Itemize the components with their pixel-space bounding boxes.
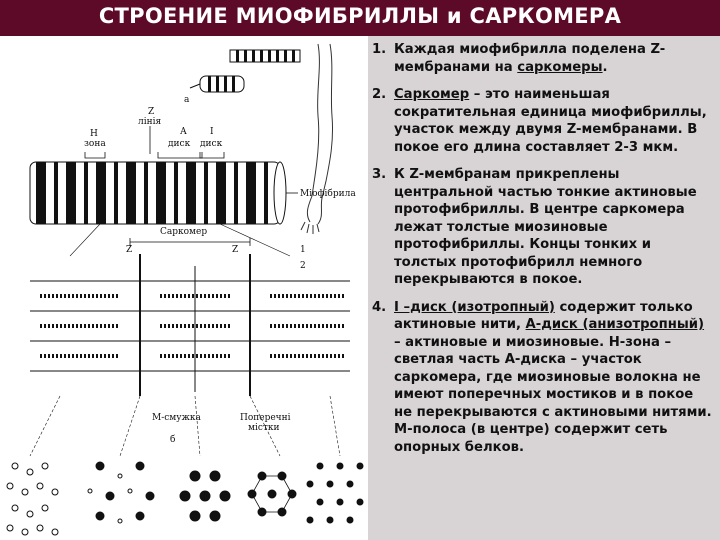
label-z-left: Z xyxy=(126,245,132,255)
myofibril-diagram-svg: а Z лінія Н зона А диск І диск xyxy=(6,43,364,536)
label-b: б xyxy=(170,434,175,445)
text-panel: 1. Каждая миофибрилла поделена Z-мембран… xyxy=(368,36,720,540)
cross-section-bridges xyxy=(247,471,297,517)
label-a: а xyxy=(184,95,190,105)
item-text: Каждая миофибрилла поделена Z-мембранами… xyxy=(394,42,666,75)
sarcomere-zoom: Саркомер Z Z 1 2 М-смужка б Поперечні мі… xyxy=(29,223,350,457)
label-disk-i-letter: І xyxy=(210,127,214,137)
item-number: 3. xyxy=(372,167,387,182)
label-m-band: М-смужка xyxy=(152,413,201,423)
list-item: 3. К Z-мембранам прикреплены центральной… xyxy=(372,166,712,289)
list-item: 4. I –диск (изотропный) содержит только … xyxy=(372,299,712,457)
filament-rows xyxy=(30,280,350,372)
striated-myofibril: Міофібрила xyxy=(29,161,356,225)
label-myofibril: Міофібрила xyxy=(300,188,356,199)
item-text: Саркомер – это наименьшая сократительная… xyxy=(394,87,707,155)
item-text: I –диск (изотропный) содержит только акт… xyxy=(394,299,712,455)
cross-sections xyxy=(6,461,364,536)
muscle-bundle-a: а xyxy=(184,49,301,105)
disk-labels: Z лінія Н зона А диск І диск xyxy=(84,107,225,159)
cross-section-myosin xyxy=(179,470,231,522)
item-number: 1. xyxy=(372,42,387,57)
cross-section-mixed xyxy=(87,461,155,524)
myofibril-diagram: а Z лінія Н зона А диск І диск xyxy=(0,36,370,540)
arm-sketch xyxy=(300,43,334,234)
item-text: К Z-мембранам прикреплены центральной ча… xyxy=(394,167,697,287)
label-cross-bridges-1: Поперечні xyxy=(240,413,291,423)
label-sarcomere: Саркомер xyxy=(160,227,207,237)
label-2: 2 xyxy=(300,261,306,271)
item-number: 4. xyxy=(372,299,387,315)
label-1: 1 xyxy=(300,245,306,255)
label-disk-i: диск xyxy=(200,139,223,149)
list-item: 2. Саркомер – это наименьшая сократитель… xyxy=(372,86,712,156)
cross-section-actin xyxy=(6,462,59,536)
cross-section-lattice xyxy=(306,462,364,524)
label-h: Н xyxy=(90,129,98,139)
label-z: Z xyxy=(148,107,154,117)
label-cross-bridges-2: містки xyxy=(248,423,280,433)
item-number: 2. xyxy=(372,87,387,102)
label-zone: зона xyxy=(84,139,106,149)
label-z-line: лінія xyxy=(138,117,161,127)
label-z-right: Z xyxy=(232,245,238,255)
slide-title: СТРОЕНИЕ МИОФИБРИЛЛЫ и САРКОМЕРА xyxy=(98,4,622,28)
label-disk-a: диск xyxy=(168,139,191,149)
label-disk-a-letter: А xyxy=(180,127,187,137)
list-item: 1. Каждая миофибрилла поделена Z-мембран… xyxy=(372,41,712,76)
